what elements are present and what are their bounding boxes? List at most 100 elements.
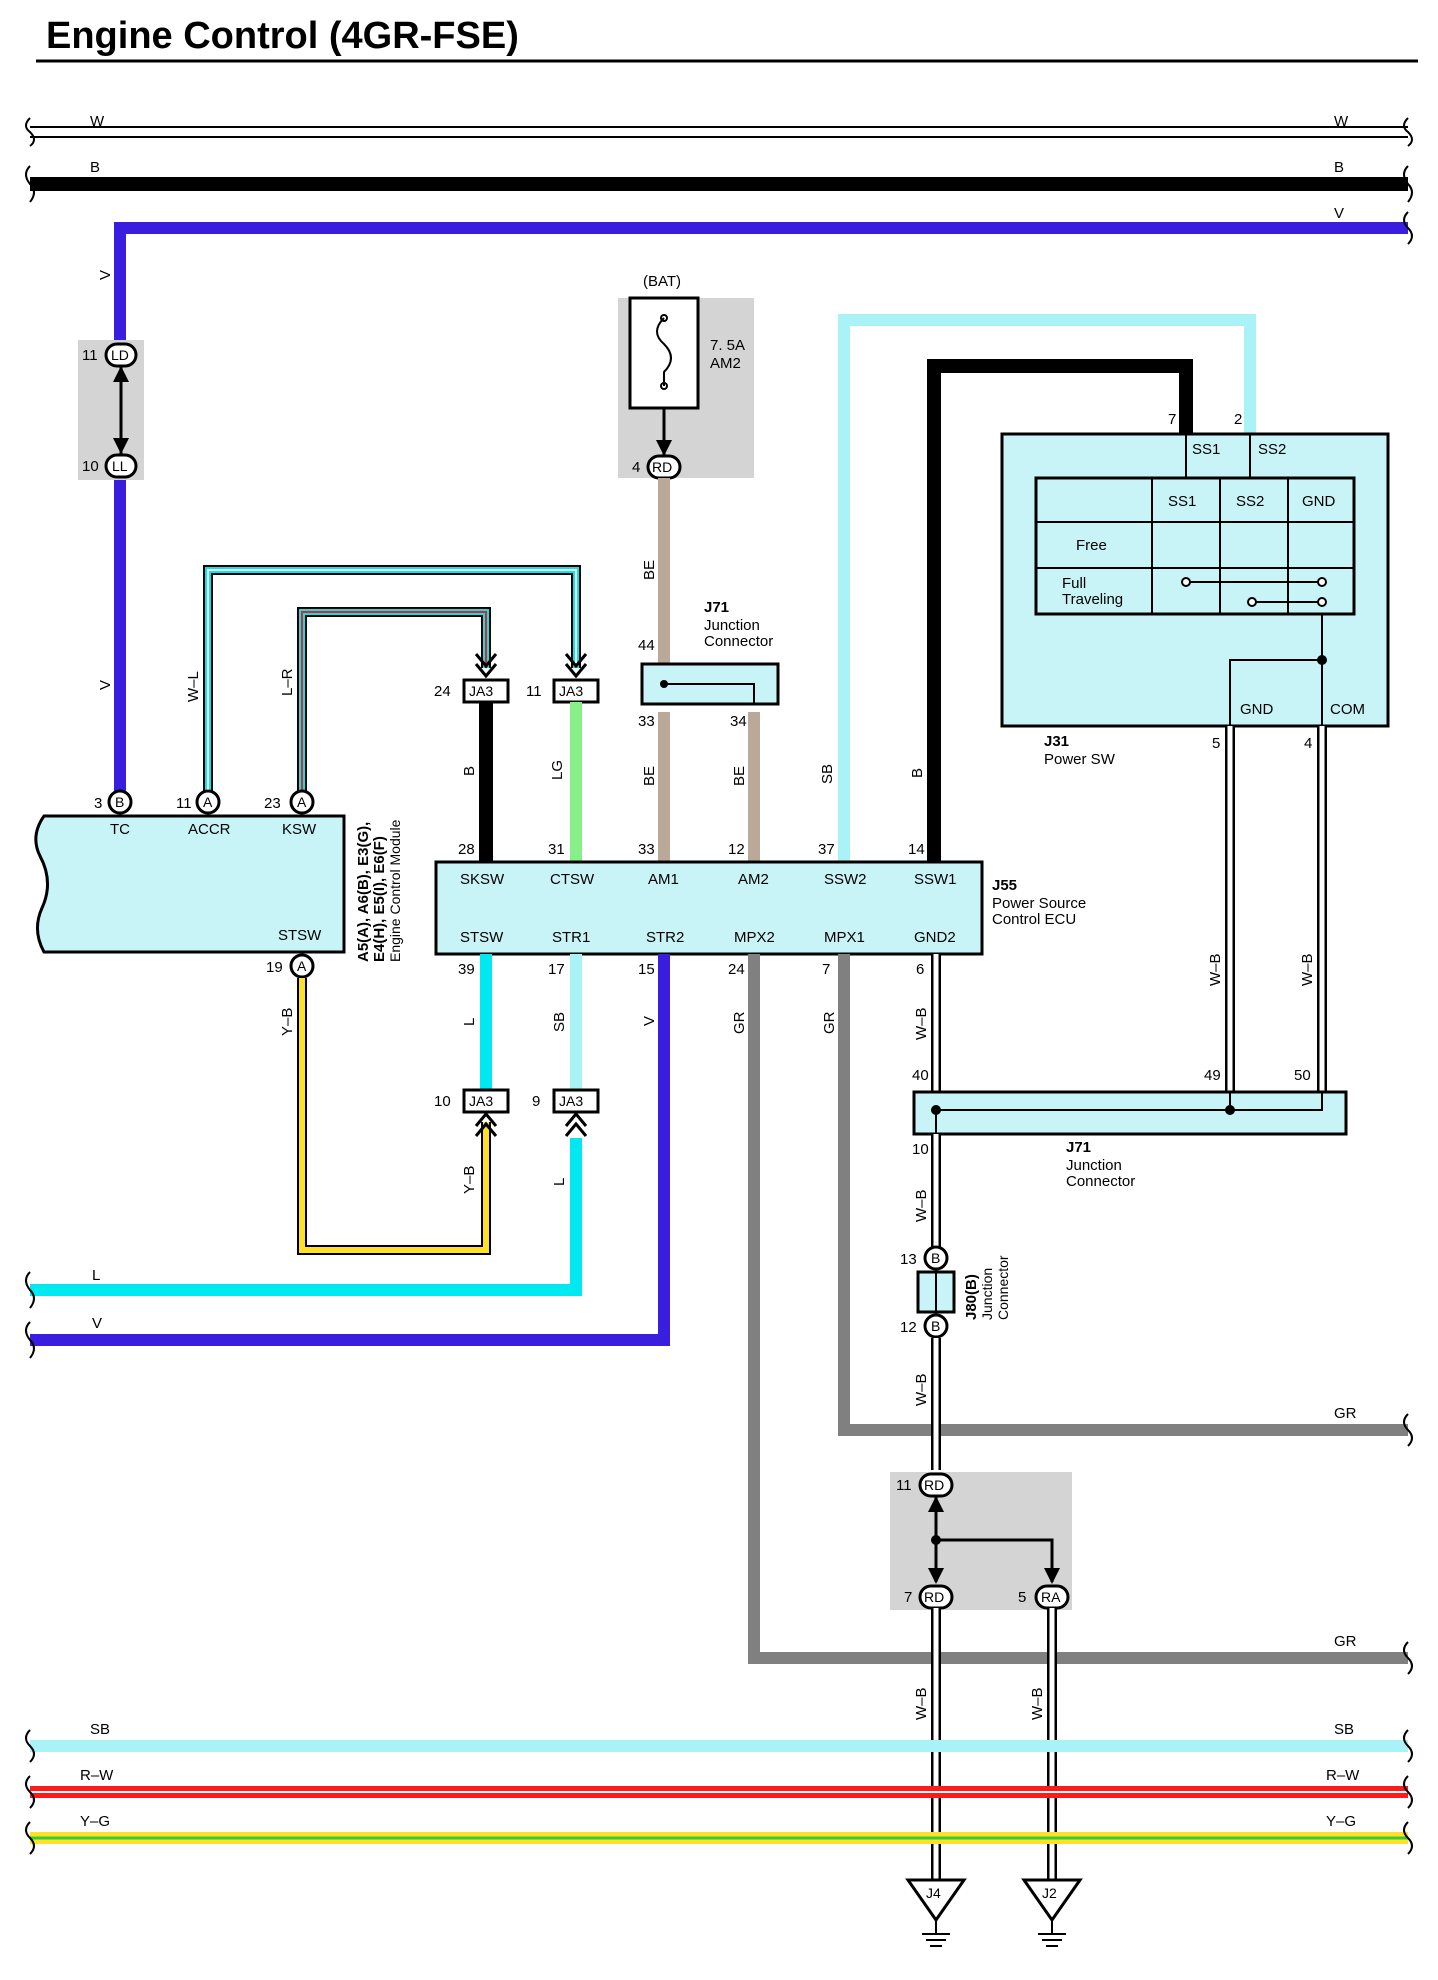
svg-text:CTSW: CTSW [550,871,595,888]
svg-text:GND2: GND2 [914,929,956,946]
bus-label-yg-right: Y–G [1326,1813,1356,1830]
ecm-pin-a-accr-label: A [203,794,213,810]
connector-ld-label: LD [111,347,129,363]
ecm-codes: A5(A), A6(B), E3(G), [355,822,372,962]
pin-11-rd: 11 [896,1477,912,1494]
bus-label-yg-left: Y–G [80,1813,110,1830]
svg-text:RD: RD [924,1589,944,1605]
arrow-ja3-9 [564,1111,588,1137]
pin-17: 17 [548,961,565,978]
fuse-source: (BAT) [643,273,681,290]
j31-row-traveling: Traveling [1062,591,1123,608]
wire-label-wb-j31-2: W–B [1299,953,1316,986]
j55-id: J55 [992,877,1017,894]
pin-3-ecm: 3 [94,795,102,812]
wire-gr-mpx1 [838,954,1408,1436]
pin-2-j31: 2 [1234,411,1242,428]
ecm-pin-b-label: B [115,794,124,810]
svg-text:RA: RA [1041,1589,1061,1605]
svg-text:SSW1: SSW1 [914,871,957,888]
bus-l [30,1138,582,1296]
bus-label-sb-right: SB [1334,1721,1354,1738]
wire-label-be-2: BE [641,766,658,786]
ground-j2 [1021,1878,1083,1947]
wire-label-be-3: BE [731,766,748,786]
svg-text:MPX2: MPX2 [734,929,775,946]
ground-j4-label: J4 [926,1885,941,1901]
svg-text:B: B [931,1318,940,1334]
ecm-pin-a-stsw [289,953,315,979]
bus-label-v-top-right: V [1334,205,1344,222]
wire-y-b [297,978,491,1255]
j71-top-line2: Connector [704,633,773,650]
pin-14: 14 [908,841,925,858]
connector-ja3-10-label: JA3 [469,1093,493,1109]
wire-label-wb-j31-1: W–B [1207,953,1224,986]
ground-j2-label: J2 [1042,1885,1057,1901]
pin-34-j71: 34 [730,713,747,730]
pin-5-j31: 5 [1212,735,1220,752]
pin-7-j31: 7 [1168,411,1176,428]
wire-sb-ss2 [838,314,1256,864]
wire-l-r [297,607,491,800]
svg-text:SSW2: SSW2 [824,871,867,888]
pin-44: 44 [638,637,655,654]
connector-ll-label: LL [112,458,128,474]
bus-label-b-left: B [90,159,100,176]
pin-5-ra: 5 [1018,1589,1026,1606]
pin-24-ja3: 24 [434,683,451,700]
svg-text:STSW: STSW [460,929,504,946]
pin-37: 37 [818,841,835,858]
j31-row-free: Free [1076,537,1107,554]
bus-label-b-right: B [1334,159,1344,176]
j31-ss1-top: SS1 [1192,441,1220,458]
wire-label-sb-ssw2: SB [819,764,836,784]
pin-12-j80: 12 [900,1319,917,1336]
pin-10-ja3: 10 [434,1093,451,1110]
svg-text:RD: RD [924,1477,944,1493]
pin-19-ecm: 19 [266,959,283,976]
wire-label-lr: L–R [279,668,296,696]
j31-switch-table [1034,476,1356,616]
ground-j4 [905,1878,967,1947]
pin-40: 40 [912,1067,929,1084]
bus-label-rw-right: R–W [1326,1767,1360,1784]
arrow-ja3-10 [474,1111,498,1137]
pin-11-ja3: 11 [526,683,542,700]
wire-label-v-1: V [97,270,114,280]
connector-ja3-9-label: JA3 [559,1093,583,1109]
pin-4-j31: 4 [1304,735,1312,752]
pin-9-ja3: 9 [532,1093,540,1110]
bus-label-v-bottom: V [92,1315,102,1332]
bus-v-bottom [30,954,670,1346]
pin-49: 49 [1204,1067,1221,1084]
wire-label-lg: LG [549,760,566,780]
wire-gr-mpx2 [748,954,1408,1664]
wire-label-sb-str1: SB [551,1012,568,1032]
j55-top-terminals: SKSW CTSW AM1 AM2 SSW2 SSW1 [460,871,957,888]
ecm-ksw: KSW [282,821,317,838]
wire-label-wl: W–L [185,671,202,702]
ecm-pin-a-ksw [289,789,315,815]
j31-col-gnd: GND [1302,493,1336,510]
j80-pin-b-12 [923,1313,949,1339]
break-marks-top [25,117,1413,245]
pin-33-j71: 33 [638,713,655,730]
j31-com: COM [1330,701,1365,718]
j31-col-ss1: SS1 [1168,493,1196,510]
j71-bottom-connector [912,1090,1348,1136]
j80-id: J80(B) [963,1274,980,1320]
pin-7-rd: 7 [904,1589,912,1606]
svg-text:B: B [931,1250,940,1266]
connector-ja3-11-label: JA3 [559,683,583,699]
bus-label-gr-2: GR [1334,1633,1357,1650]
pin-28: 28 [458,841,475,858]
bus-label-rw-left: R–W [80,1767,114,1784]
pin-4-rd: 4 [632,459,640,476]
bus-label-l: L [92,1267,100,1284]
wire-label-v-str2: V [641,1016,658,1026]
j31-switch-contacts [1181,577,1327,607]
j55-line1: Power Source [992,895,1086,912]
wire-label-b-ssw1: B [909,768,926,778]
